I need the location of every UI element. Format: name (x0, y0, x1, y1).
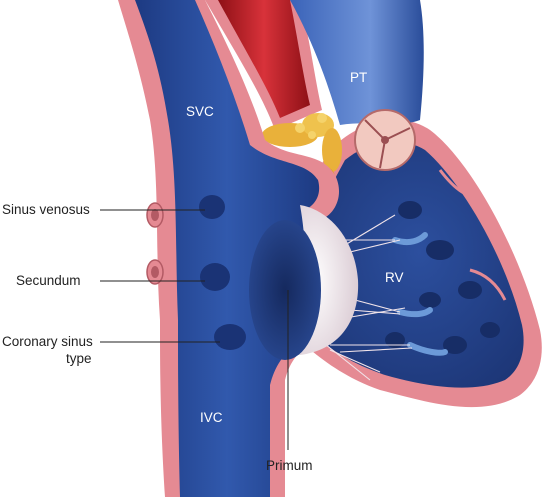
label-coronary-sinus-line1: Coronary sinus (2, 334, 93, 349)
aorta-lumen (218, 0, 310, 118)
label-coronary-sinus-line2: type (66, 351, 92, 366)
primum-defect (249, 220, 321, 360)
label-svc: SVC (186, 104, 214, 119)
label-secundum: Secundum (16, 273, 81, 288)
label-rv: RV (385, 270, 404, 285)
pulmonary-trunk (290, 0, 424, 125)
pulmonary-valve (354, 109, 416, 171)
rv-trabeculae (385, 169, 507, 354)
coronary-sinus-defect (214, 324, 246, 350)
label-sinus-venosus: Sinus venosus (2, 202, 90, 217)
label-ivc: IVC (200, 410, 223, 425)
sinus-venosus-defect (199, 195, 225, 219)
atrium-cavity (135, 0, 320, 497)
chordae-tendineae (319, 214, 413, 381)
papillary-muscles (392, 232, 448, 356)
anomalous-vessels (146, 202, 164, 285)
epicardial-fat (262, 113, 342, 196)
label-pt: PT (350, 70, 368, 85)
rv-cavity (315, 141, 524, 388)
leader-lines (100, 209, 289, 450)
secundum-defect (200, 263, 230, 291)
label-primum: Primum (266, 458, 313, 473)
